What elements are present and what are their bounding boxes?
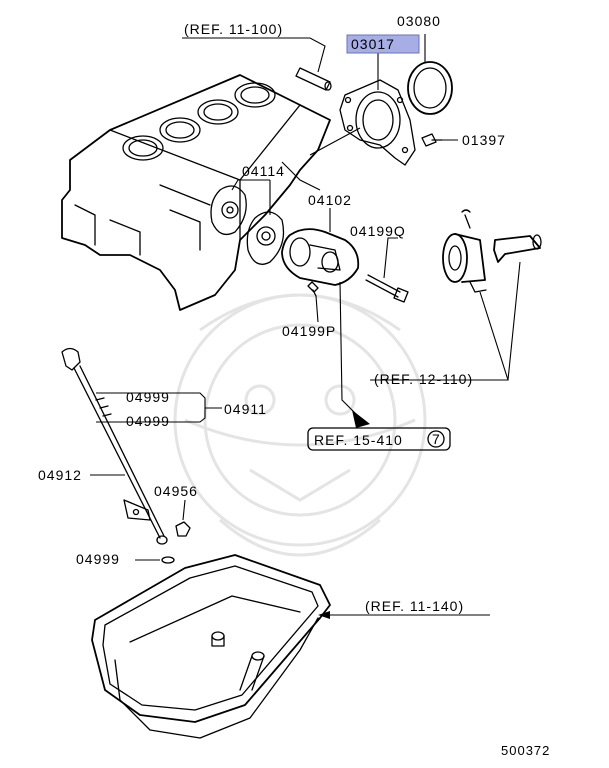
oil-pan [91, 554, 331, 739]
dowel-pin [295, 67, 332, 91]
watermark-emblem [173, 293, 427, 557]
part-04956-label[interactable]: 04956 [154, 483, 198, 499]
bolt-04199Q [365, 274, 409, 303]
part-04199Q-label[interactable]: 04199Q [350, 223, 406, 239]
dipstick-04912 [61, 347, 168, 545]
nut-04956 [175, 521, 191, 537]
oil-cooler [442, 209, 487, 293]
gasket-04114 [246, 211, 285, 265]
part-04199P-label[interactable]: 04199P [282, 323, 336, 339]
part-01397-label[interactable]: 01397 [462, 132, 506, 148]
part-04114-label[interactable]: 04114 [242, 163, 285, 179]
ref-12-110-label[interactable]: (REF. 12-110) [374, 371, 473, 387]
part-04912-label[interactable]: 04912 [38, 467, 82, 483]
ref-11-140-label[interactable]: (REF. 11-140) [365, 598, 464, 614]
bolt-04199P [307, 281, 319, 297]
oil-seal-03080 [407, 61, 453, 115]
part-04999-bottom-label[interactable]: 04999 [76, 551, 120, 567]
oil-pump-04102 [281, 228, 360, 286]
ref-11-100-label[interactable]: (REF. 11-100) [184, 21, 283, 37]
o-ring-04999 [161, 556, 175, 564]
ref-15-410-box[interactable] [307, 427, 451, 451]
ref-15-410-circle [427, 430, 445, 448]
ref-15-410-label[interactable]: REF. 15-410 [314, 432, 403, 448]
part-03017-highlight [346, 34, 420, 54]
leader-lines [90, 34, 521, 619]
part-03080-label[interactable]: 03080 [397, 13, 441, 29]
part-04102-label[interactable]: 04102 [308, 192, 352, 208]
engine-block [61, 74, 331, 311]
water-pipe [493, 234, 542, 263]
rear-seal-case-03017 [339, 79, 416, 166]
part-labels: (REF. 11-100) 03080 03017 01397 04114 04… [38, 13, 550, 758]
part-04999-upper-label[interactable]: 04999 [126, 389, 170, 405]
part-04999-lower-label[interactable]: 04999 [126, 413, 170, 429]
part-03017-label[interactable]: 03017 [351, 36, 395, 52]
diagram-id: 500372 [501, 743, 550, 758]
part-04911-label[interactable]: 04911 [224, 401, 267, 417]
ref-15-410-circle-number: 7 [432, 431, 441, 447]
